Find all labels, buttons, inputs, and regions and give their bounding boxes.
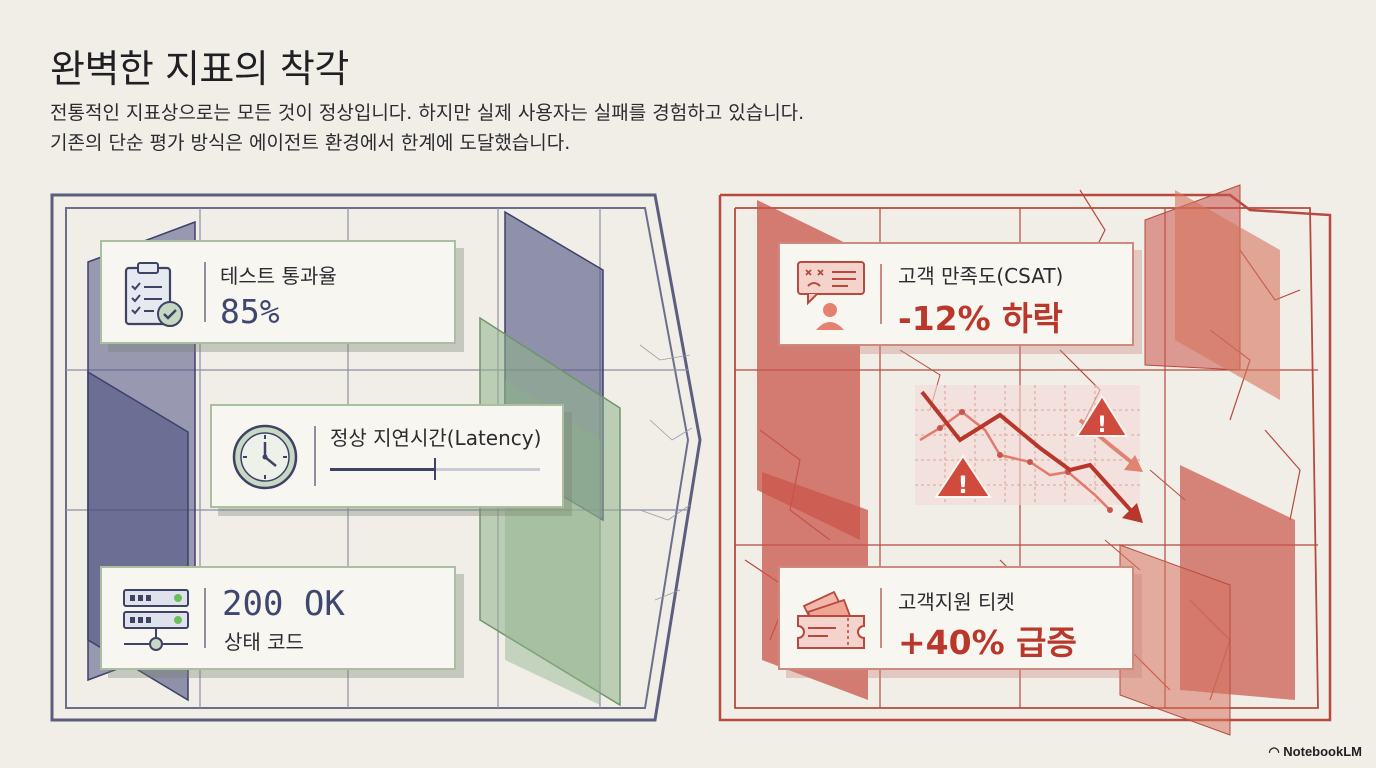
card-divider	[314, 426, 316, 486]
metric-card-status-code: 200 OK 상태 코드	[100, 566, 456, 670]
status-code-label: 상태 코드	[224, 630, 304, 654]
metric-card-csat: 고객 만족도(CSAT) -12% 하락	[778, 242, 1134, 346]
card-divider	[204, 588, 206, 648]
subtitle-line-1: 전통적인 지표상으로는 모든 것이 정상입니다. 하지만 실제 사용자는 실패를…	[50, 102, 805, 124]
test-pass-rate-label: 테스트 통과율	[220, 264, 337, 288]
clipboard-check-icon	[124, 262, 183, 327]
support-tickets-value: +40% 급증	[898, 623, 1077, 662]
status-code-value: 200 OK	[222, 584, 345, 624]
latency-label: 정상 지연시간(Latency)	[330, 426, 542, 450]
metric-card-support-tickets: 고객지원 티켓 +40% 급증	[778, 566, 1134, 670]
latency-bar-marker	[434, 458, 436, 480]
card-divider	[880, 264, 882, 324]
unhappy-customer-icon	[797, 261, 865, 330]
ticket-icon	[797, 590, 865, 649]
latency-bar	[330, 458, 540, 480]
declining-chart-warning-icon: ! !	[915, 385, 1143, 523]
test-pass-rate-value: 85%	[220, 292, 280, 331]
brand-name: NotebookLM	[1283, 744, 1362, 759]
latency-bar-fill	[330, 468, 435, 471]
card-divider	[204, 262, 206, 322]
subtitle-line-2: 기존의 단순 평가 방식은 에이전트 환경에서 한계에 도달했습니다.	[50, 132, 571, 154]
support-tickets-label: 고객지원 티켓	[898, 590, 1015, 614]
csat-label: 고객 만족도(CSAT)	[898, 264, 1064, 288]
notebooklm-logo-icon: ◠	[1268, 744, 1284, 759]
csat-value: -12% 하락	[898, 299, 1063, 338]
clock-icon	[232, 424, 298, 490]
metric-card-latency: 정상 지연시간(Latency)	[210, 404, 564, 508]
server-icon	[123, 589, 189, 651]
brand-watermark: ◠ NotebookLM	[1268, 744, 1362, 760]
svg-text:!: !	[1097, 413, 1107, 438]
card-divider	[880, 588, 882, 648]
metric-card-test-pass-rate: 테스트 통과율 85%	[100, 240, 456, 344]
hairline-cracks	[639, 344, 693, 601]
page-title: 완벽한 지표의 착각	[50, 47, 349, 91]
svg-text:!: !	[958, 471, 969, 499]
